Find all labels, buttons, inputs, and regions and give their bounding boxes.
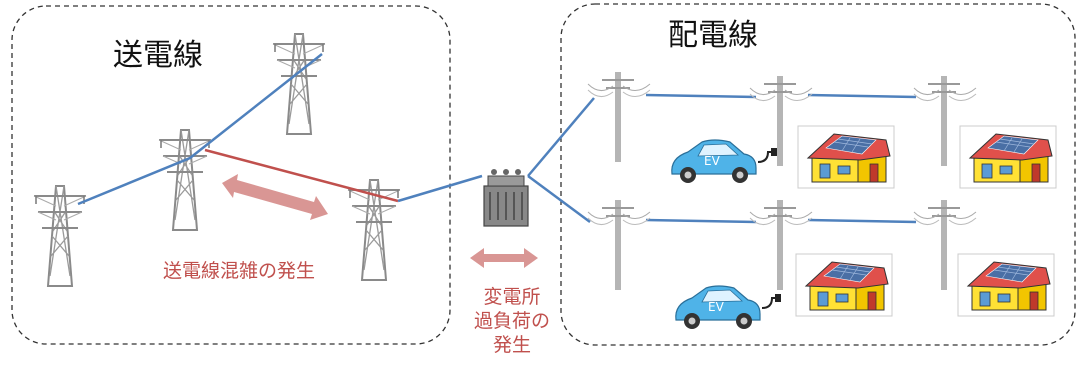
- line-to-substation: [397, 174, 483, 203]
- ev-car-icon: [674, 285, 782, 330]
- feeder-line-lower: [527, 174, 591, 224]
- overload-line-3: 発生: [492, 334, 531, 356]
- overload-line-2: 過負荷の: [473, 310, 550, 332]
- ev-badge-text: EV: [708, 300, 725, 314]
- transmission-area-box: [11, 5, 451, 345]
- solar-house-icon: [797, 125, 895, 189]
- ev-badge-text: EV: [704, 154, 721, 168]
- substation-overload-label: 変電所 過負荷の 発生: [462, 285, 562, 357]
- overload-line-1: 変電所: [483, 286, 541, 308]
- overload-arrow-icon: [470, 248, 538, 268]
- congestion-label: 送電線混雑の発生: [163, 260, 316, 282]
- utility-pole-icon: [587, 71, 651, 163]
- transmission-tower-icon: [272, 33, 326, 135]
- solar-house-icon: [795, 253, 893, 317]
- distribution-title: 配電線: [668, 18, 758, 53]
- distribution-line: [807, 93, 917, 99]
- transformer-icon: [483, 169, 529, 227]
- congestion-arrow-icon: [222, 174, 328, 220]
- transmission-title: 送電線: [113, 38, 203, 73]
- distribution-line: [645, 218, 757, 224]
- congested-line-red: [204, 148, 399, 203]
- distribution-line: [645, 93, 757, 99]
- ev-car-icon: [670, 139, 778, 184]
- transmission-tower-icon: [33, 185, 87, 287]
- distribution-area-box: [560, 3, 1076, 346]
- transmission-line-blue: [77, 53, 323, 206]
- utility-pole-icon: [587, 199, 651, 291]
- feeder-line-upper: [527, 97, 595, 177]
- distribution-line: [807, 218, 917, 224]
- solar-house-icon: [957, 253, 1055, 317]
- transmission-tower-icon: [158, 129, 212, 231]
- solar-house-icon: [959, 125, 1057, 189]
